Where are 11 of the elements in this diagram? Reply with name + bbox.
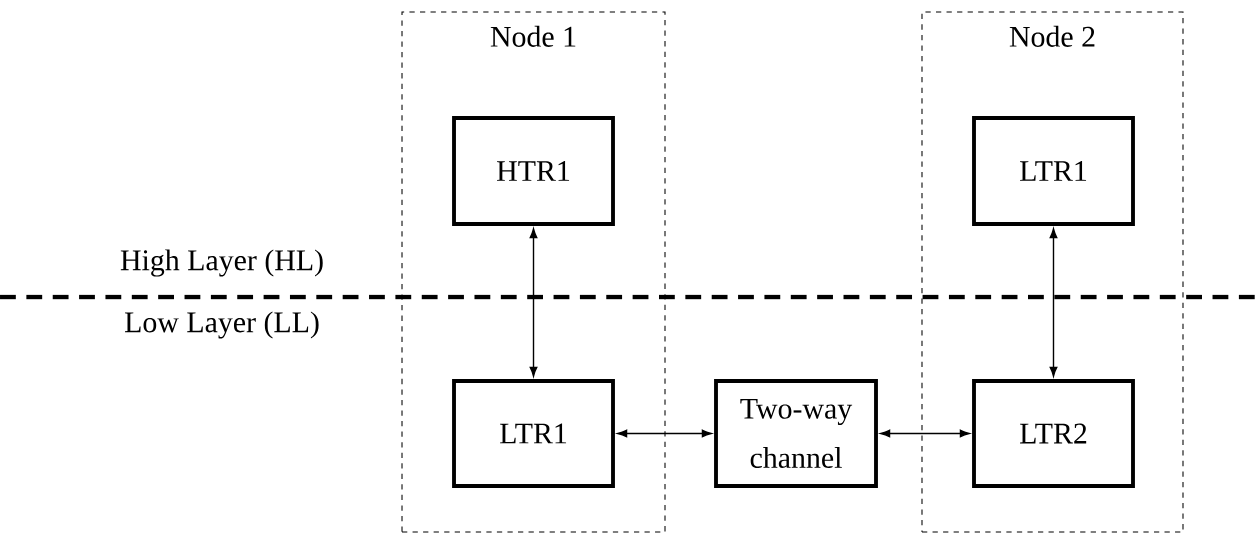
arrow [617, 429, 712, 438]
process-box: LTR1 [452, 379, 615, 488]
arrow [529, 228, 538, 377]
process-box: LTR2 [972, 379, 1135, 488]
process-box: LTR1 [972, 116, 1135, 226]
arrow [1049, 228, 1058, 377]
layer-label: Low Layer (LL) [125, 311, 319, 339]
process-box: HTR1 [452, 116, 615, 226]
layer-label: High Layer (HL) [120, 249, 323, 277]
arrow [880, 429, 970, 438]
process-box: Two-way channel [714, 379, 878, 488]
